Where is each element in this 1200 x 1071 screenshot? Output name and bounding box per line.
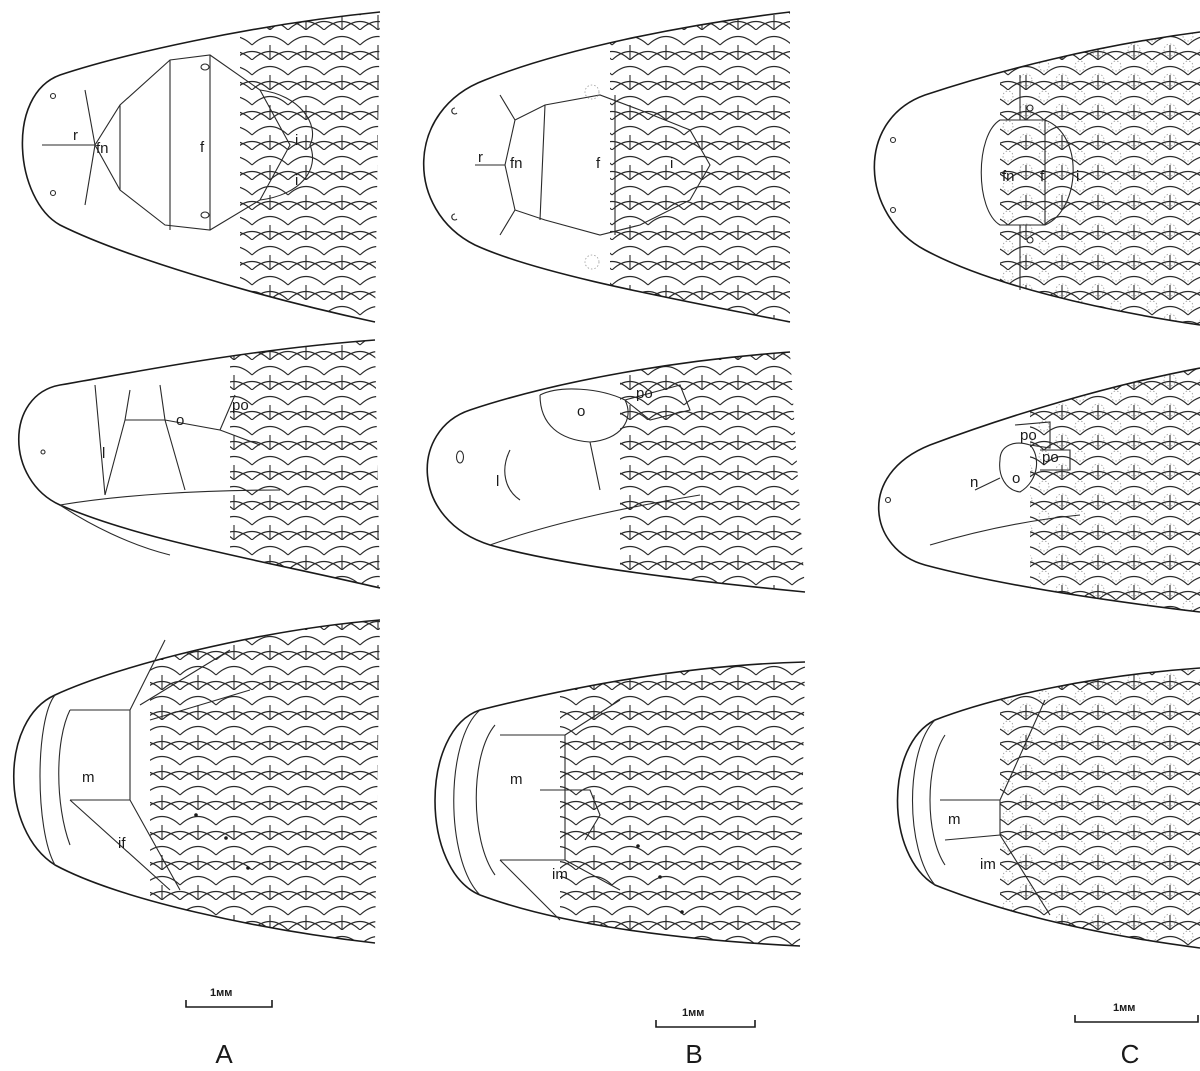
label-mental-b: m: [510, 771, 523, 788]
label-frontal-b: f: [596, 155, 601, 172]
specimen-a: r fn f i i l o po m if: [14, 0, 390, 1069]
label-infralabial-b: im: [552, 866, 568, 883]
scale-bar-c: 1мм: [1075, 1002, 1198, 1022]
dorsal-view-b: r fn f i: [424, 0, 800, 340]
label-ocular-c: o: [1012, 470, 1020, 487]
label-frontonasal-c: fn: [1002, 168, 1015, 185]
scale-bar-label-a: 1мм: [210, 987, 232, 999]
lateral-view-b: l o po: [427, 350, 810, 600]
label-ocular: o: [176, 412, 184, 429]
label-frontonasal: fn: [96, 140, 109, 157]
label-rostral: r: [73, 127, 78, 144]
label-loreal: l: [102, 445, 105, 462]
label-interparietal-b: i: [670, 155, 673, 172]
lateral-view-c: n o po po: [879, 365, 1200, 615]
label-infralabial-c: im: [980, 856, 996, 873]
dorsal-view-a: r fn f i i: [22, 0, 390, 340]
label-mental: m: [82, 769, 95, 786]
column-label-a: A: [215, 1039, 233, 1069]
label-postocular: po: [232, 397, 249, 414]
ventral-view-b: m im: [435, 660, 810, 960]
specimen-b: r fn f i l o po m im: [424, 0, 810, 1069]
label-frontal: f: [200, 139, 205, 156]
label-mental-c: m: [948, 811, 961, 828]
scale-bar-a: 1мм: [186, 987, 272, 1007]
lateral-view-a: l o po: [19, 340, 390, 600]
label-rostral-b: r: [478, 149, 483, 166]
scale-bar-label-b: 1мм: [682, 1007, 704, 1019]
column-label-b: B: [685, 1039, 702, 1069]
label-interparietal-2: i: [295, 172, 298, 189]
ventral-view-a: m if: [14, 620, 390, 950]
label-frontonasal-b: fn: [510, 155, 523, 172]
label-interparietal-c: i: [1076, 168, 1079, 185]
specimen-c: fn f i n o po po m im 1мм C: [874, 25, 1200, 1069]
column-label-c: C: [1121, 1039, 1140, 1069]
scale-bar-label-c: 1мм: [1113, 1002, 1135, 1014]
label-interparietal-1: i: [295, 132, 298, 149]
label-ocular-b: o: [577, 403, 585, 420]
label-postocular-c-2: po: [1042, 449, 1059, 466]
ventral-view-c: m im: [898, 668, 1200, 955]
label-postocular-c-1: po: [1020, 427, 1037, 444]
label-nasal-c: n: [970, 474, 978, 491]
label-loreal-b: l: [496, 473, 499, 490]
label-postocular-b: po: [636, 385, 653, 402]
scale-bar-b: 1мм: [656, 1007, 755, 1027]
dorsal-view-c: fn f i: [874, 25, 1200, 335]
label-infralabial: if: [118, 835, 126, 852]
